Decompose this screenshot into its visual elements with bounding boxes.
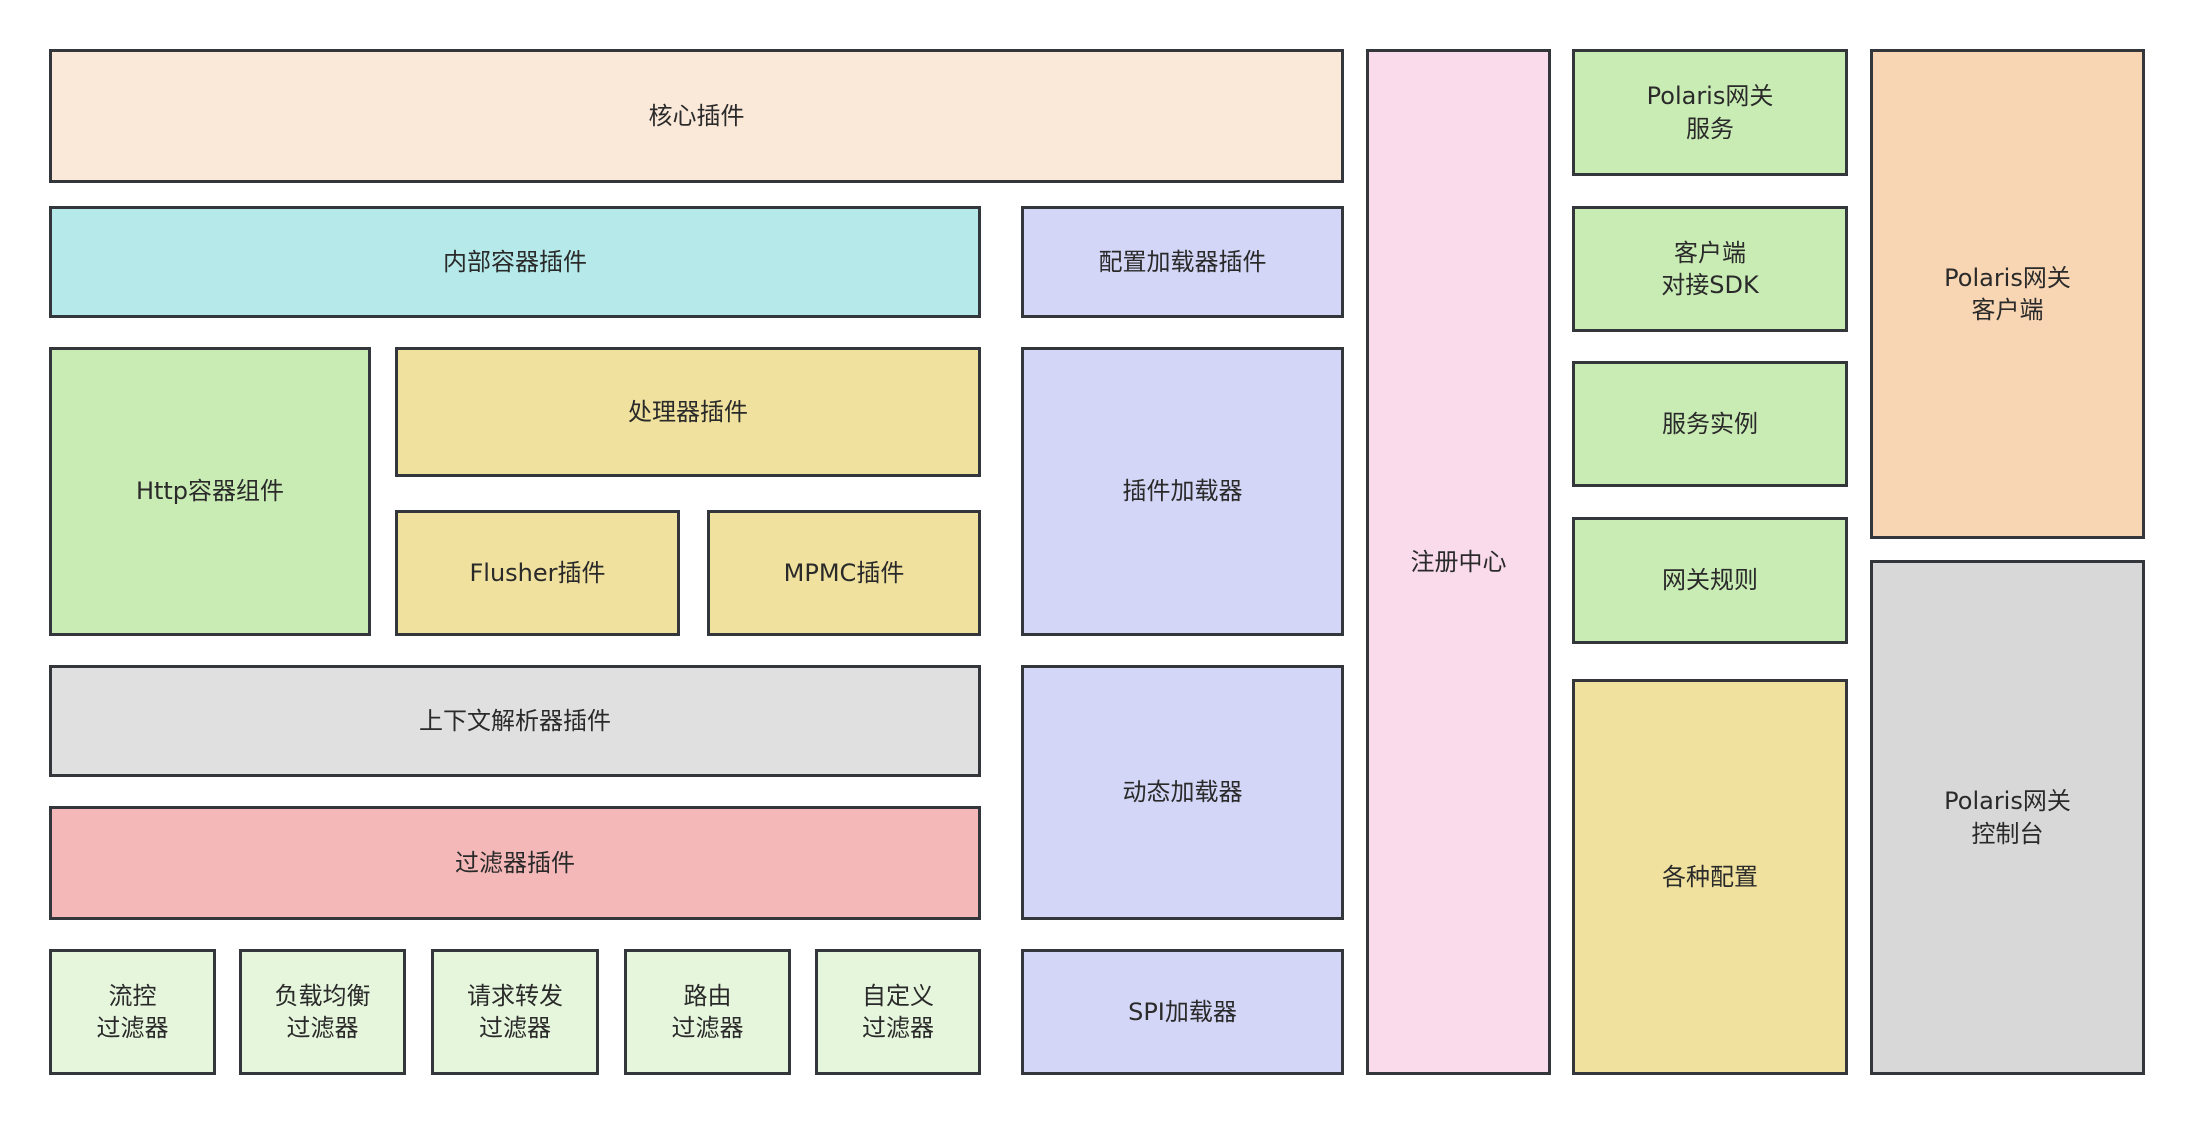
spi-loader-box: SPI加载器 — [1021, 949, 1344, 1075]
load-balance-filter-box: 负载均衡 过滤器 — [239, 949, 406, 1075]
gateway-rules-box: 网关规则 — [1572, 517, 1848, 644]
flow-control-filter-box: 流控 过滤器 — [49, 949, 216, 1075]
custom-filter-box: 自定义 过滤器 — [815, 949, 981, 1075]
http-container-box: Http容器组件 — [49, 347, 371, 636]
service-instance-box: 服务实例 — [1572, 361, 1848, 487]
flusher-plugin-box: Flusher插件 — [395, 510, 680, 636]
client-sdk-box: 客户端 对接SDK — [1572, 206, 1848, 332]
context-parser-plugin-box: 上下文解析器插件 — [49, 665, 981, 777]
core-plugin-box: 核心插件 — [49, 49, 1344, 183]
processor-plugin-box: 处理器插件 — [395, 347, 981, 477]
dynamic-loader-box: 动态加载器 — [1021, 665, 1344, 920]
registry-center-box: 注册中心 — [1366, 49, 1551, 1075]
request-forward-filter-box: 请求转发 过滤器 — [431, 949, 599, 1075]
plugin-loader-box: 插件加载器 — [1021, 347, 1344, 636]
gateway-console-box: Polaris网关 控制台 — [1870, 560, 2145, 1075]
gateway-service-box: Polaris网关 服务 — [1572, 49, 1848, 176]
filter-plugin-box: 过滤器插件 — [49, 806, 981, 920]
mpmc-plugin-box: MPMC插件 — [707, 510, 981, 636]
route-filter-box: 路由 过滤器 — [624, 949, 791, 1075]
config-loader-plugin-box: 配置加载器插件 — [1021, 206, 1344, 318]
configs-box: 各种配置 — [1572, 679, 1848, 1075]
inner-container-plugin-box: 内部容器插件 — [49, 206, 981, 318]
gateway-client-box: Polaris网关 客户端 — [1870, 49, 2145, 539]
